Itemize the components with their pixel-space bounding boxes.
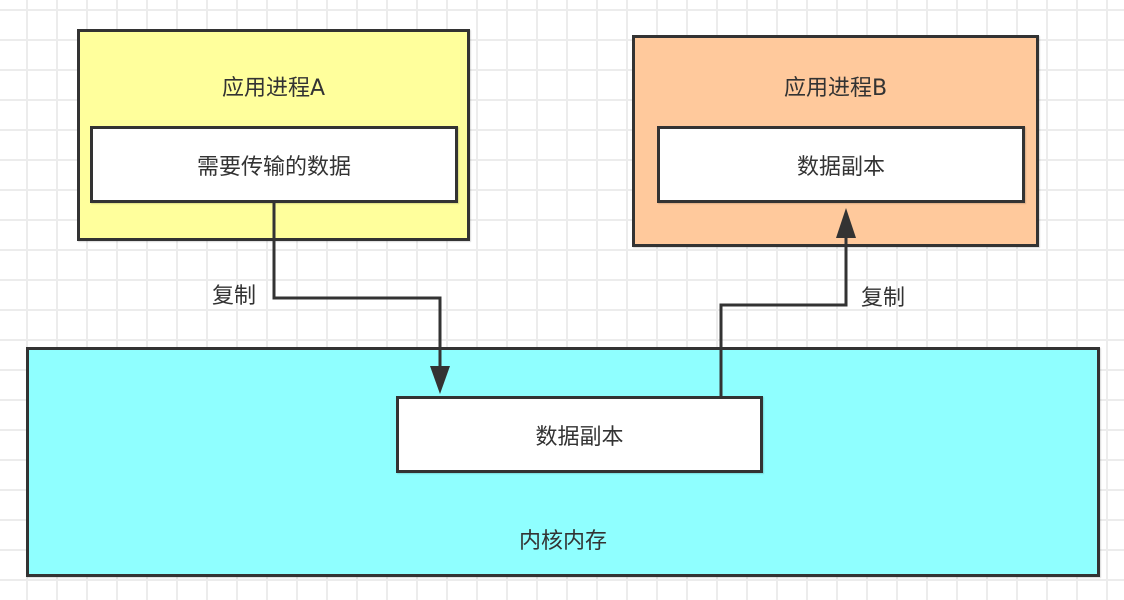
- process-a-data-label: 需要传输的数据: [196, 154, 351, 180]
- edge-label-copy-right: 复制: [861, 286, 906, 311]
- kernel-data-label: 数据副本: [535, 424, 624, 450]
- process-b-data-box: 数据副本: [657, 126, 1025, 203]
- kernel-data-box: 数据副本: [396, 396, 763, 473]
- process-a-data-box: 需要传输的数据: [90, 126, 458, 203]
- edge-label-copy-left: 复制: [212, 284, 257, 309]
- kernel-memory-title: 内核内存: [518, 529, 607, 554]
- process-a-title: 应用进程A: [221, 76, 326, 101]
- process-b-data-label: 数据副本: [796, 154, 885, 180]
- process-b-title: 应用进程B: [783, 76, 888, 101]
